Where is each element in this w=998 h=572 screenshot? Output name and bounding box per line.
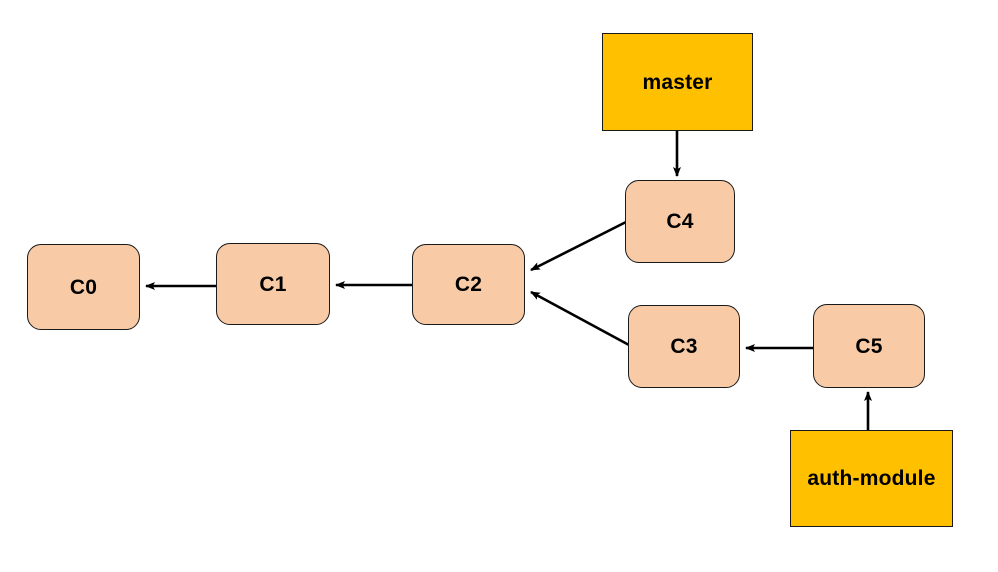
branch-label-master: master xyxy=(642,70,713,94)
commit-node-c2[interactable]: C2 xyxy=(412,244,525,325)
branch-label-auth-module: auth-module xyxy=(807,467,936,490)
commit-node-c4[interactable]: C4 xyxy=(625,180,735,263)
commit-label-c1: C1 xyxy=(259,272,287,296)
commit-node-c3[interactable]: C3 xyxy=(628,305,740,388)
edge-c4-to-c2 xyxy=(530,220,627,272)
commit-label-c4: C4 xyxy=(666,210,694,233)
commit-node-c5[interactable]: C5 xyxy=(813,304,925,388)
commit-node-c1[interactable]: C1 xyxy=(216,243,330,325)
commit-label-c3: C3 xyxy=(670,335,698,358)
commit-label-c5: C5 xyxy=(855,334,883,358)
branch-node-master[interactable]: master xyxy=(602,33,753,131)
commit-label-c2: C2 xyxy=(454,273,483,296)
commit-node-c0[interactable]: C0 xyxy=(27,244,140,330)
commit-label-c0: C0 xyxy=(69,275,98,299)
edge-c3-to-c2 xyxy=(530,290,630,347)
branch-node-auth-module[interactable]: auth-module xyxy=(790,430,953,527)
